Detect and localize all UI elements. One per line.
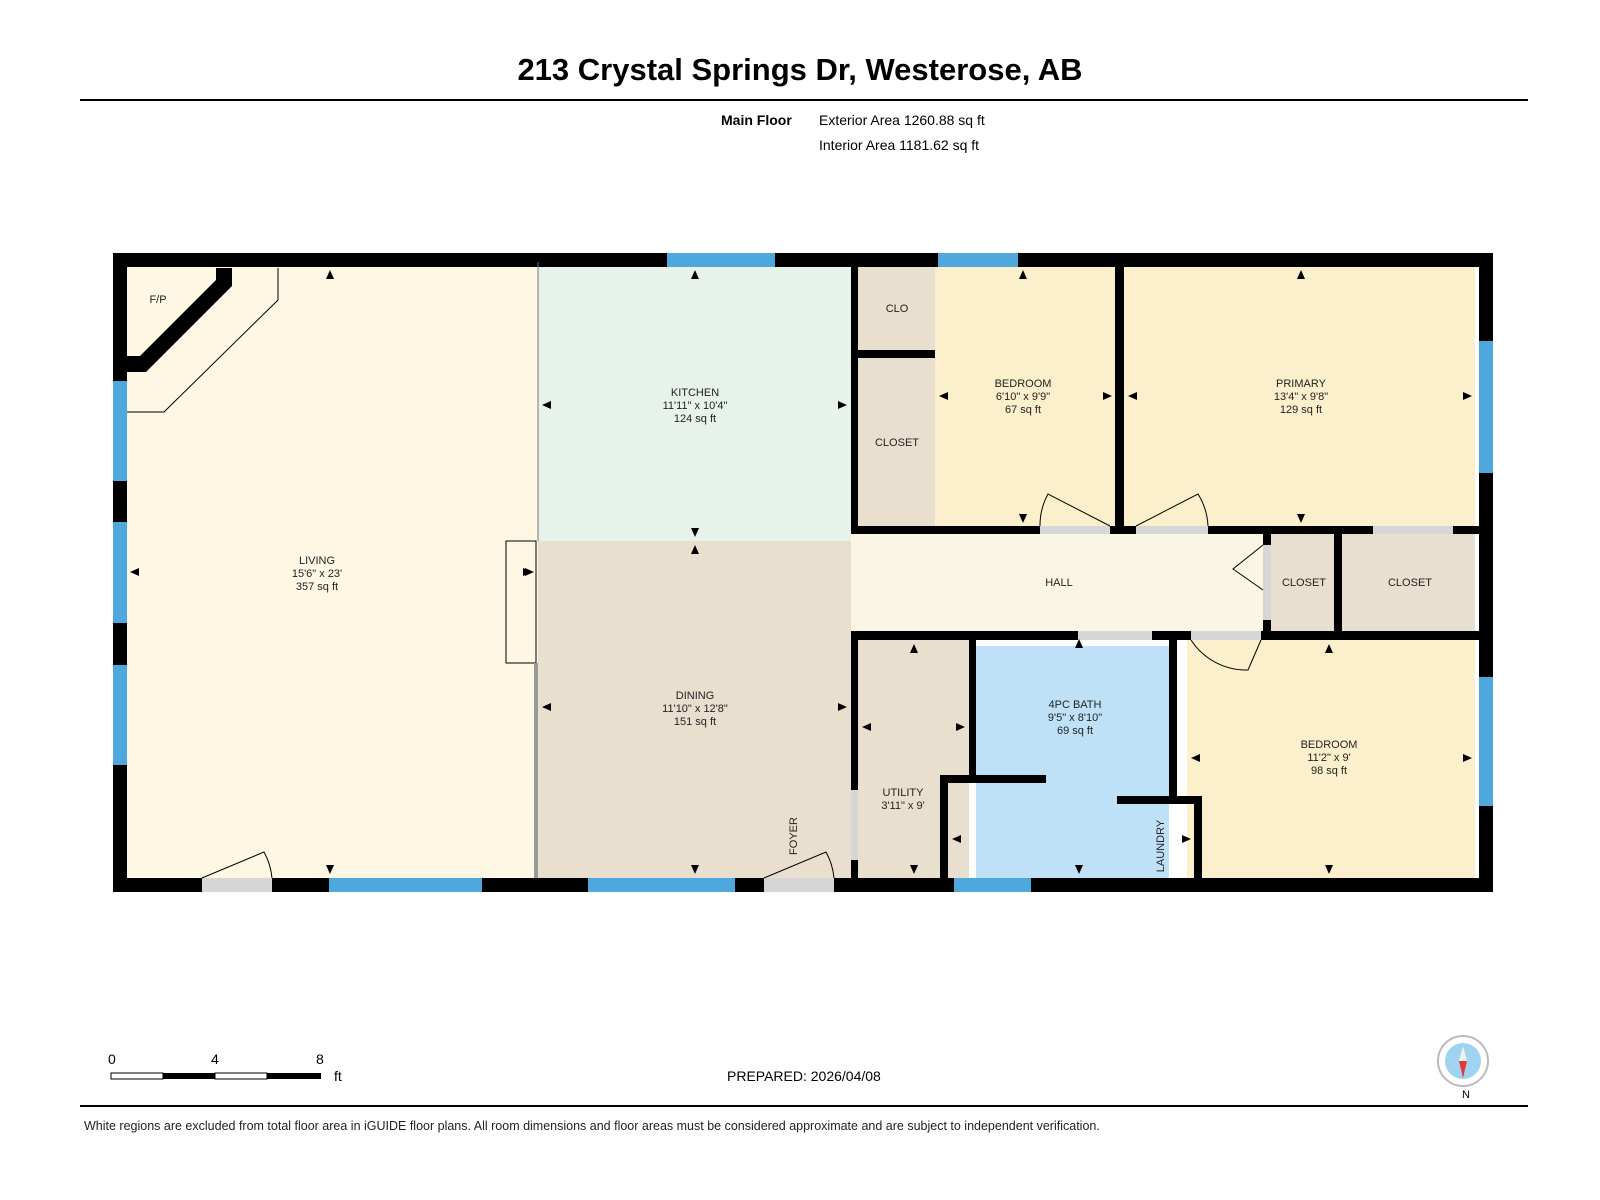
label-dining-name: DINING (676, 690, 715, 702)
prepared-date: PREPARED: 2026/04/08 (727, 1068, 881, 1084)
label-dining-dims: 11'10" x 12'8" (662, 703, 728, 715)
label-bedroom1-dims: 6'10" x 9'9" (996, 391, 1050, 403)
room-hall (851, 534, 1263, 631)
room-primary (1124, 266, 1475, 528)
label-bath-name: 4PC BATH (1049, 699, 1102, 711)
label-fp: F/P (149, 294, 166, 306)
room-closet-hall2 (1342, 534, 1475, 631)
room-kitchen (538, 262, 851, 541)
room-bath (976, 646, 1169, 879)
label-kitchen-name: KITCHEN (671, 387, 719, 399)
room-dining (538, 541, 851, 879)
header-rule (80, 99, 1528, 101)
label-closet-hall2: CLOSET (1388, 577, 1432, 589)
label-laundry: LAUNDRY (1155, 819, 1167, 872)
dimension-arrows (130, 270, 1472, 874)
label-kitchen-area: 124 sq ft (674, 413, 716, 425)
door-swings (201, 493, 1264, 879)
label-bath-dims: 9'5" x 8'10" (1048, 712, 1102, 724)
door-openings (202, 526, 1453, 892)
label-dining-area: 151 sq ft (674, 716, 716, 728)
label-bath-area: 69 sq ft (1057, 725, 1093, 737)
compass-icon (1436, 1034, 1490, 1093)
label-bedroom2-dims: 11'2" x 9' (1307, 752, 1350, 764)
exterior-area: Exterior Area 1260.88 sq ft (819, 112, 985, 128)
scale-bar (110, 1072, 321, 1080)
scale-unit: ft (334, 1068, 342, 1084)
label-primary-name: PRIMARY (1276, 378, 1327, 390)
label-primary-dims: 13'4" x 9'8" (1274, 391, 1328, 403)
label-living-dims: 15'6" x 23' (292, 568, 342, 580)
disclaimer: White regions are excluded from total fl… (84, 1119, 1100, 1133)
room-fp (126, 268, 216, 368)
room-clo (858, 266, 935, 350)
page-title: 213 Crystal Springs Dr, Westerose, AB (517, 52, 1083, 87)
label-hall: HALL (1045, 577, 1073, 589)
room-closet-bed (858, 358, 935, 528)
footer-rule (80, 1105, 1528, 1107)
label-kitchen-dims: 11'11" x 10'4" (663, 400, 728, 412)
label-clo: CLO (886, 303, 909, 315)
fireplace-hearth (126, 268, 279, 413)
scale-tick-0: 0 (108, 1051, 116, 1067)
label-bedroom2-name: BEDROOM (1301, 739, 1358, 751)
room-utility (858, 640, 969, 879)
label-bedroom2-area: 98 sq ft (1311, 765, 1347, 777)
label-closet-hall1: CLOSET (1282, 577, 1326, 589)
label-living-area: 357 sq ft (296, 581, 338, 593)
room-bedroom2 (1187, 640, 1475, 879)
label-living-name: LIVING (299, 555, 335, 567)
interior-area: Interior Area 1181.62 sq ft (819, 137, 980, 153)
label-utility-dims: 3'11" x 9' (881, 800, 924, 812)
scale-tick-4: 4 (211, 1051, 219, 1067)
label-bedroom1-name: BEDROOM (995, 378, 1052, 390)
scale-tick-8: 8 (316, 1051, 324, 1067)
label-bedroom1-area: 67 sq ft (1005, 404, 1041, 416)
label-foyer: FOYER (788, 817, 800, 855)
label-primary-area: 129 sq ft (1280, 404, 1322, 416)
label-utility-name: UTILITY (883, 787, 925, 799)
windows (113, 253, 1493, 892)
label-closet-bed: CLOSET (875, 437, 919, 449)
compass-label: N (1462, 1089, 1470, 1101)
floor-name: Main Floor (721, 112, 792, 128)
room-bedroom1 (935, 266, 1115, 528)
room-closet-hall1 (1271, 534, 1334, 631)
